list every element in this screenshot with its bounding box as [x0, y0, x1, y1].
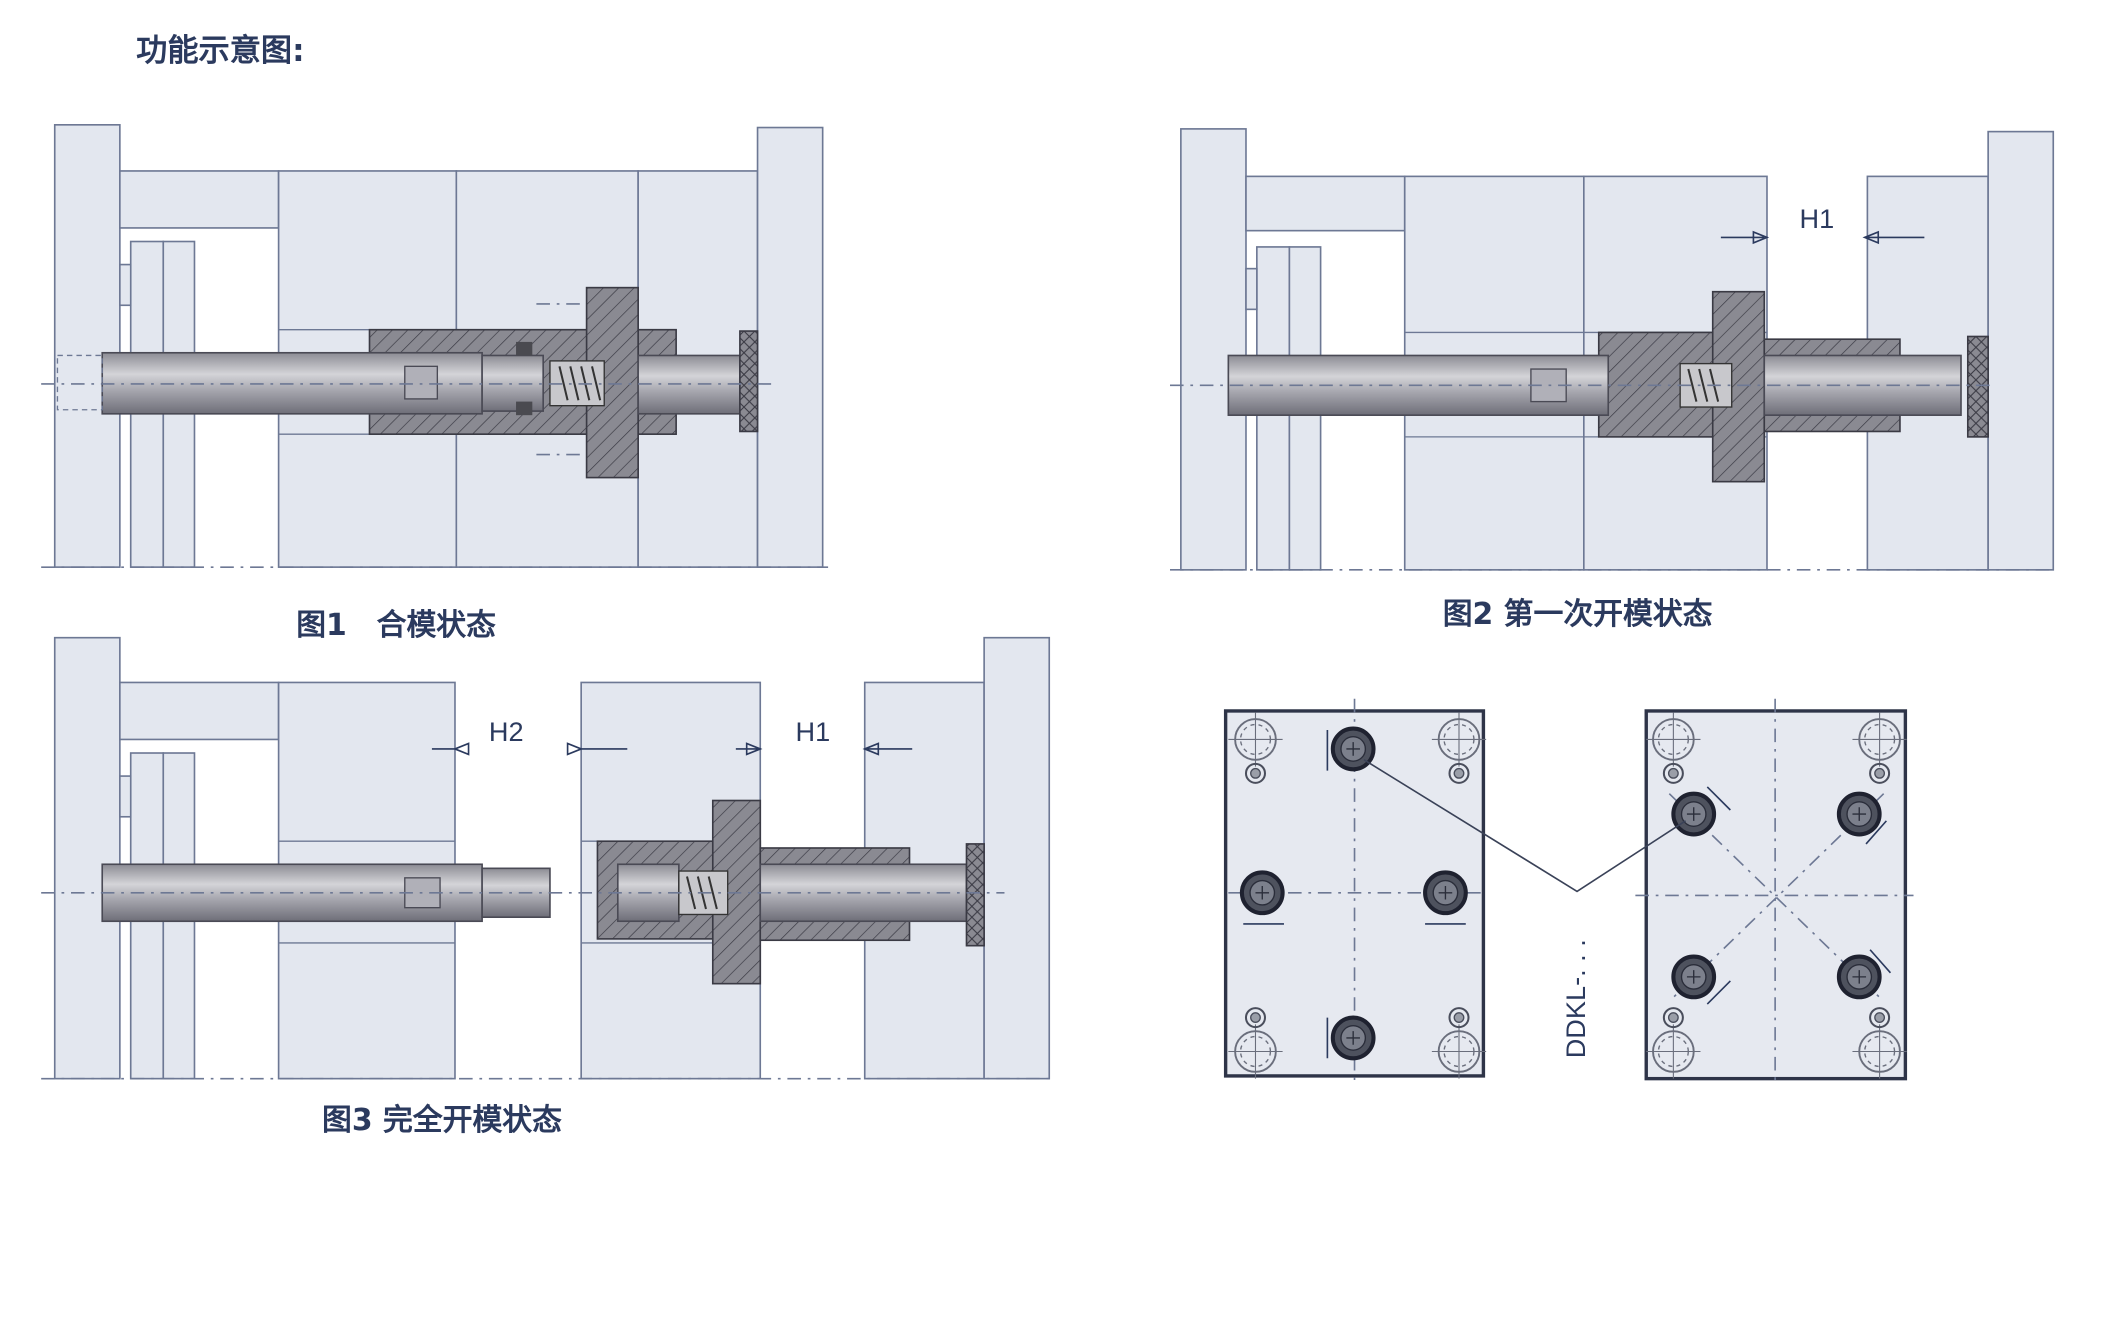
- latch-bolt-icon: [1242, 872, 1283, 913]
- moving-clamp-plate: [756, 126, 824, 568]
- figure-2-first-opening: H1 图2 第一次开模状态: [1170, 128, 2056, 632]
- figure-1-closed: 图1 合模状态: [41, 124, 829, 643]
- figure-2-caption: 图2 第一次开模状态: [1443, 597, 1713, 632]
- figure-3-caption: 图3 完全开模状态: [322, 1103, 562, 1138]
- figure-3-full-opening: H2 H1 图3 完全开模状态: [41, 636, 1052, 1138]
- stop-cap: [739, 330, 759, 433]
- figure-1-caption: 图1 合模状态: [296, 608, 496, 643]
- latch-bolt-icon: [1839, 794, 1880, 835]
- latch-bolt-icon: [1673, 794, 1714, 835]
- dimension-h2: H2: [489, 716, 524, 747]
- fixed-clamp-plate: [53, 124, 121, 568]
- latch-bolt-icon: [1333, 729, 1374, 770]
- latch-bolt-icon: [1425, 872, 1466, 913]
- latch-bolt-icon: [1673, 957, 1714, 998]
- latch-bolt-icon: [1333, 1018, 1374, 1059]
- stop-block: [119, 263, 132, 307]
- layout-view-cross: [1223, 698, 1488, 1086]
- page-title: 功能示意图:: [136, 33, 304, 69]
- layout-view-diagonal: [1635, 698, 1914, 1086]
- latch-bolt-icon: [1839, 957, 1880, 998]
- top-rail: [119, 170, 280, 229]
- dimension-h1: H1: [796, 716, 831, 747]
- leader-line: [1363, 759, 1687, 893]
- model-label: DDKL-. . .: [1560, 939, 1591, 1058]
- dimension-h1: H1: [1800, 203, 1835, 234]
